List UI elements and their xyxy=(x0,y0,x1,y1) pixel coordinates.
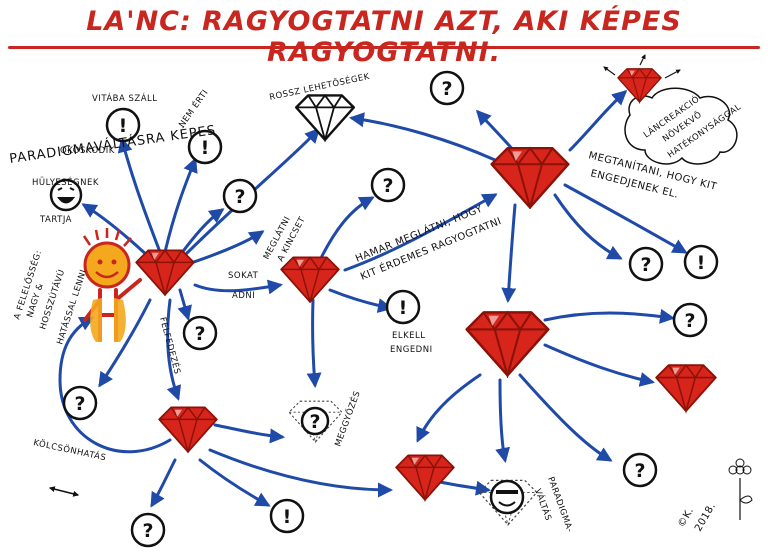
arrow-meggyozes xyxy=(306,298,322,388)
label-adni: ADNI xyxy=(232,291,255,301)
label-sokat: SOKAT xyxy=(228,271,259,281)
svg-text:?: ? xyxy=(194,323,205,345)
svg-text:?: ? xyxy=(142,520,153,542)
title-underline xyxy=(8,46,760,49)
arrow-to-q-bottom xyxy=(150,458,177,508)
exclamation-circle-icon: ! xyxy=(187,129,223,165)
arrow-paradigma xyxy=(495,378,511,463)
question-circle-icon: ? xyxy=(222,178,258,214)
arrow-to-gem-bottom-2 xyxy=(208,448,393,498)
label-hulyesegnek: HÜLYESÉGNEK xyxy=(32,176,99,188)
question-circle-icon: ? xyxy=(672,302,708,338)
diamond-icon xyxy=(655,364,717,413)
label-felfedezes: FELFEDEZÉS xyxy=(157,316,184,376)
signature-2: 2018. xyxy=(693,501,718,533)
diamond-icon xyxy=(395,454,455,501)
diamond-icon xyxy=(135,249,195,296)
svg-text:?: ? xyxy=(234,186,245,208)
arrow-to-q-meglatni xyxy=(318,196,375,262)
svg-text:?: ? xyxy=(441,78,452,100)
flower-icon xyxy=(728,458,753,520)
svg-text:!: ! xyxy=(283,506,292,528)
dark-diamond-icon xyxy=(295,94,355,142)
diamond-icon xyxy=(465,311,550,377)
question-circle-icon: ? xyxy=(62,385,98,421)
arrow-to-rossz xyxy=(178,127,321,262)
svg-text:?: ? xyxy=(684,310,695,332)
arrow-to-gem-right xyxy=(543,343,655,387)
svg-text:?: ? xyxy=(640,254,651,276)
svg-text:!: ! xyxy=(399,297,408,319)
question-circle-icon: ? xyxy=(628,246,664,282)
arrow-kolcsonhatas xyxy=(58,316,172,454)
sunglasses-face-icon xyxy=(489,479,525,515)
arrow-to-nem-erti xyxy=(163,157,198,254)
arrow-to-q-center xyxy=(176,208,225,260)
svg-text:?: ? xyxy=(382,175,393,197)
arrow-to-elkell xyxy=(328,288,393,314)
arrow-to-q-top xyxy=(475,109,517,154)
exclamation-circle-icon: ! xyxy=(105,107,141,143)
diamond-icon xyxy=(158,406,218,453)
question-circle-icon: ? xyxy=(300,406,330,436)
arrow-hamar xyxy=(343,193,498,272)
arrow-to-rossz-2 xyxy=(349,112,497,162)
svg-text:?: ? xyxy=(74,393,85,415)
exclamation-circle-icon: ! xyxy=(683,244,719,280)
arrow-to-meggyozes-2 xyxy=(213,423,285,444)
question-circle-icon: ? xyxy=(429,70,465,106)
label-paradigma-1: PARADIGMA- xyxy=(545,476,574,534)
label-vitaba-sall: VITÁBA SZÁLL xyxy=(92,92,158,104)
arrow-felfedezes xyxy=(166,298,182,401)
arrow-to-q-felfedezes xyxy=(177,288,192,321)
arrow-to-paradigma-face xyxy=(438,480,491,496)
exclamation-circle-icon: ! xyxy=(269,498,305,534)
question-circle-icon: ? xyxy=(370,167,406,203)
arrow-to-hulyesegnek xyxy=(81,203,152,260)
exclamation-circle-icon: ! xyxy=(385,289,421,325)
question-circle-icon: ? xyxy=(182,315,218,351)
arrow-to-gem-bottom xyxy=(416,373,482,443)
exclamation-nodes: ! ! ! ! ! xyxy=(105,107,719,534)
arrow-to-q-small xyxy=(183,230,265,267)
laughing-face-icon xyxy=(49,178,83,212)
arrow-to-q-left xyxy=(98,298,152,388)
label-nem-erti: NEM ÉRTI xyxy=(176,87,211,130)
diamond-icon xyxy=(280,256,340,303)
question-circle-icon: ? xyxy=(130,512,166,548)
arrow-to-excl-bottom xyxy=(198,458,271,507)
label-tartja: TARTJA xyxy=(39,215,72,225)
svg-text:?: ? xyxy=(634,460,645,482)
kolcsonhatas-double-arrow xyxy=(48,486,80,497)
page-title: LA'NC: RAGYOGTATNI AZT, AKI KÉPES RAGYOG… xyxy=(86,6,682,68)
arrow-megtanitani xyxy=(563,183,688,254)
arrow-down-main xyxy=(501,203,517,303)
question-circle-icon: ? xyxy=(622,452,658,488)
svg-text:!: ! xyxy=(697,252,706,274)
svg-text:!: ! xyxy=(201,137,210,159)
label-elkell-1: ELKELL xyxy=(392,331,426,341)
lancreakcio-cloud xyxy=(624,87,738,165)
label-okoskodik: OKOSKODIK xyxy=(60,146,115,156)
arrow-to-vitaba xyxy=(117,137,162,254)
svg-text:?: ? xyxy=(309,411,320,433)
svg-text:!: ! xyxy=(119,115,128,137)
label-elkell-2: ENGEDNI xyxy=(390,345,433,355)
arrow-to-q-mid-right xyxy=(543,308,675,324)
arrow-sokat-adni xyxy=(193,279,283,295)
question-nodes: ? ? ? ? ? ? ? ? ? ? xyxy=(62,70,708,548)
smiling-person-icon xyxy=(82,228,142,342)
connector-arrows xyxy=(58,89,688,508)
arrow-lancreakcio xyxy=(568,89,628,152)
arrow-to-q-bottom-right xyxy=(518,373,613,462)
arrow-to-q-right xyxy=(553,193,623,260)
label-kolcsonhatas: KÖLCSÖNHATÁS xyxy=(32,436,107,463)
